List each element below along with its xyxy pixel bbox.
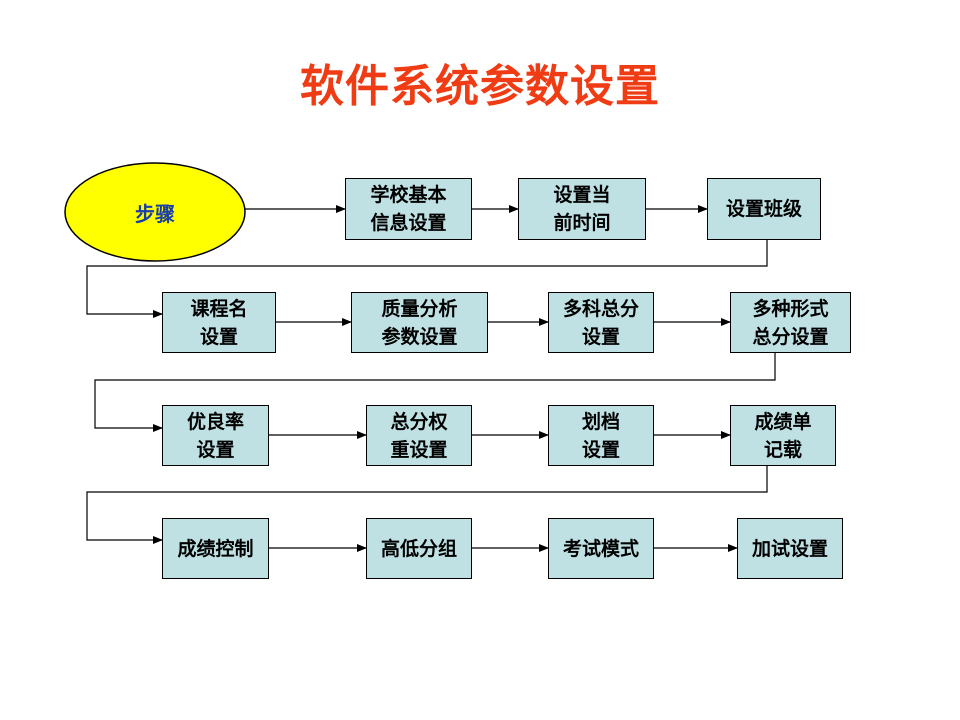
step-box-4-4: 加试设置 <box>737 518 843 579</box>
step-box-3-3: 划档 设置 <box>548 405 654 466</box>
start-label: 步骤 <box>135 201 175 226</box>
connector-row1-to-row2 <box>86 240 768 318</box>
step-box-1-2: 设置当 前时间 <box>518 178 646 240</box>
connector-row3-to-row4 <box>86 466 768 544</box>
step-box-2-4: 多种形式 总分设置 <box>730 292 851 353</box>
start-ellipse <box>64 162 246 262</box>
step-box-3-2: 总分权 重设置 <box>366 405 472 466</box>
step-box-4-2: 高低分组 <box>366 518 472 579</box>
step-box-2-2: 质量分析 参数设置 <box>351 292 488 353</box>
step-box-2-1: 课程名 设置 <box>162 292 276 353</box>
step-box-3-4: 成绩单 记载 <box>730 405 836 466</box>
step-box-4-1: 成绩控制 <box>162 518 269 579</box>
page-title: 软件系统参数设置 <box>300 61 660 112</box>
step-box-1-3: 设置班级 <box>707 178 821 240</box>
step-box-4-3: 考试模式 <box>548 518 654 579</box>
step-box-2-3: 多科总分 设置 <box>548 292 654 353</box>
step-box-1-1: 学校基本 信息设置 <box>345 178 472 240</box>
connector-row2-to-row3 <box>94 353 776 432</box>
step-box-3-1: 优良率 设置 <box>162 405 269 466</box>
